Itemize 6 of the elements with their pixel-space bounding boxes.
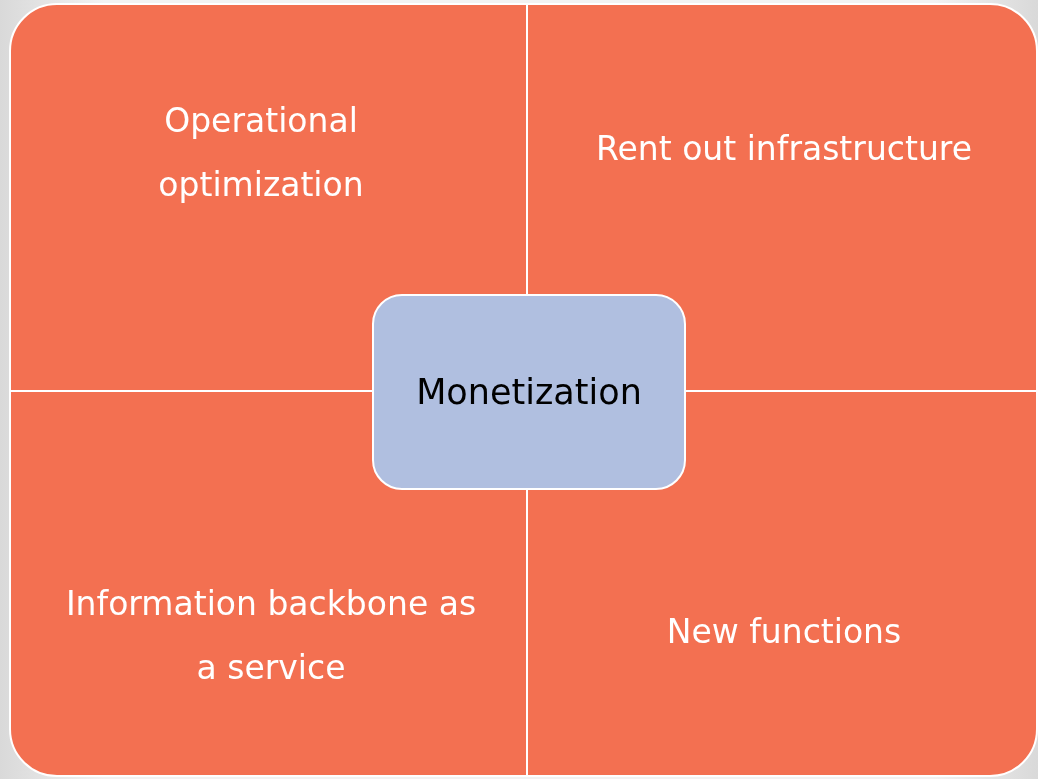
quadrant-label: Operational optimization xyxy=(157,100,365,207)
quadrant-label: Rent out infrastructure xyxy=(595,128,973,170)
quadrant-label: New functions xyxy=(665,611,903,653)
center-box xyxy=(372,294,686,490)
quadrant-label: Information backbone as a service xyxy=(64,583,478,690)
quadrant-label: Monetization xyxy=(416,372,642,412)
